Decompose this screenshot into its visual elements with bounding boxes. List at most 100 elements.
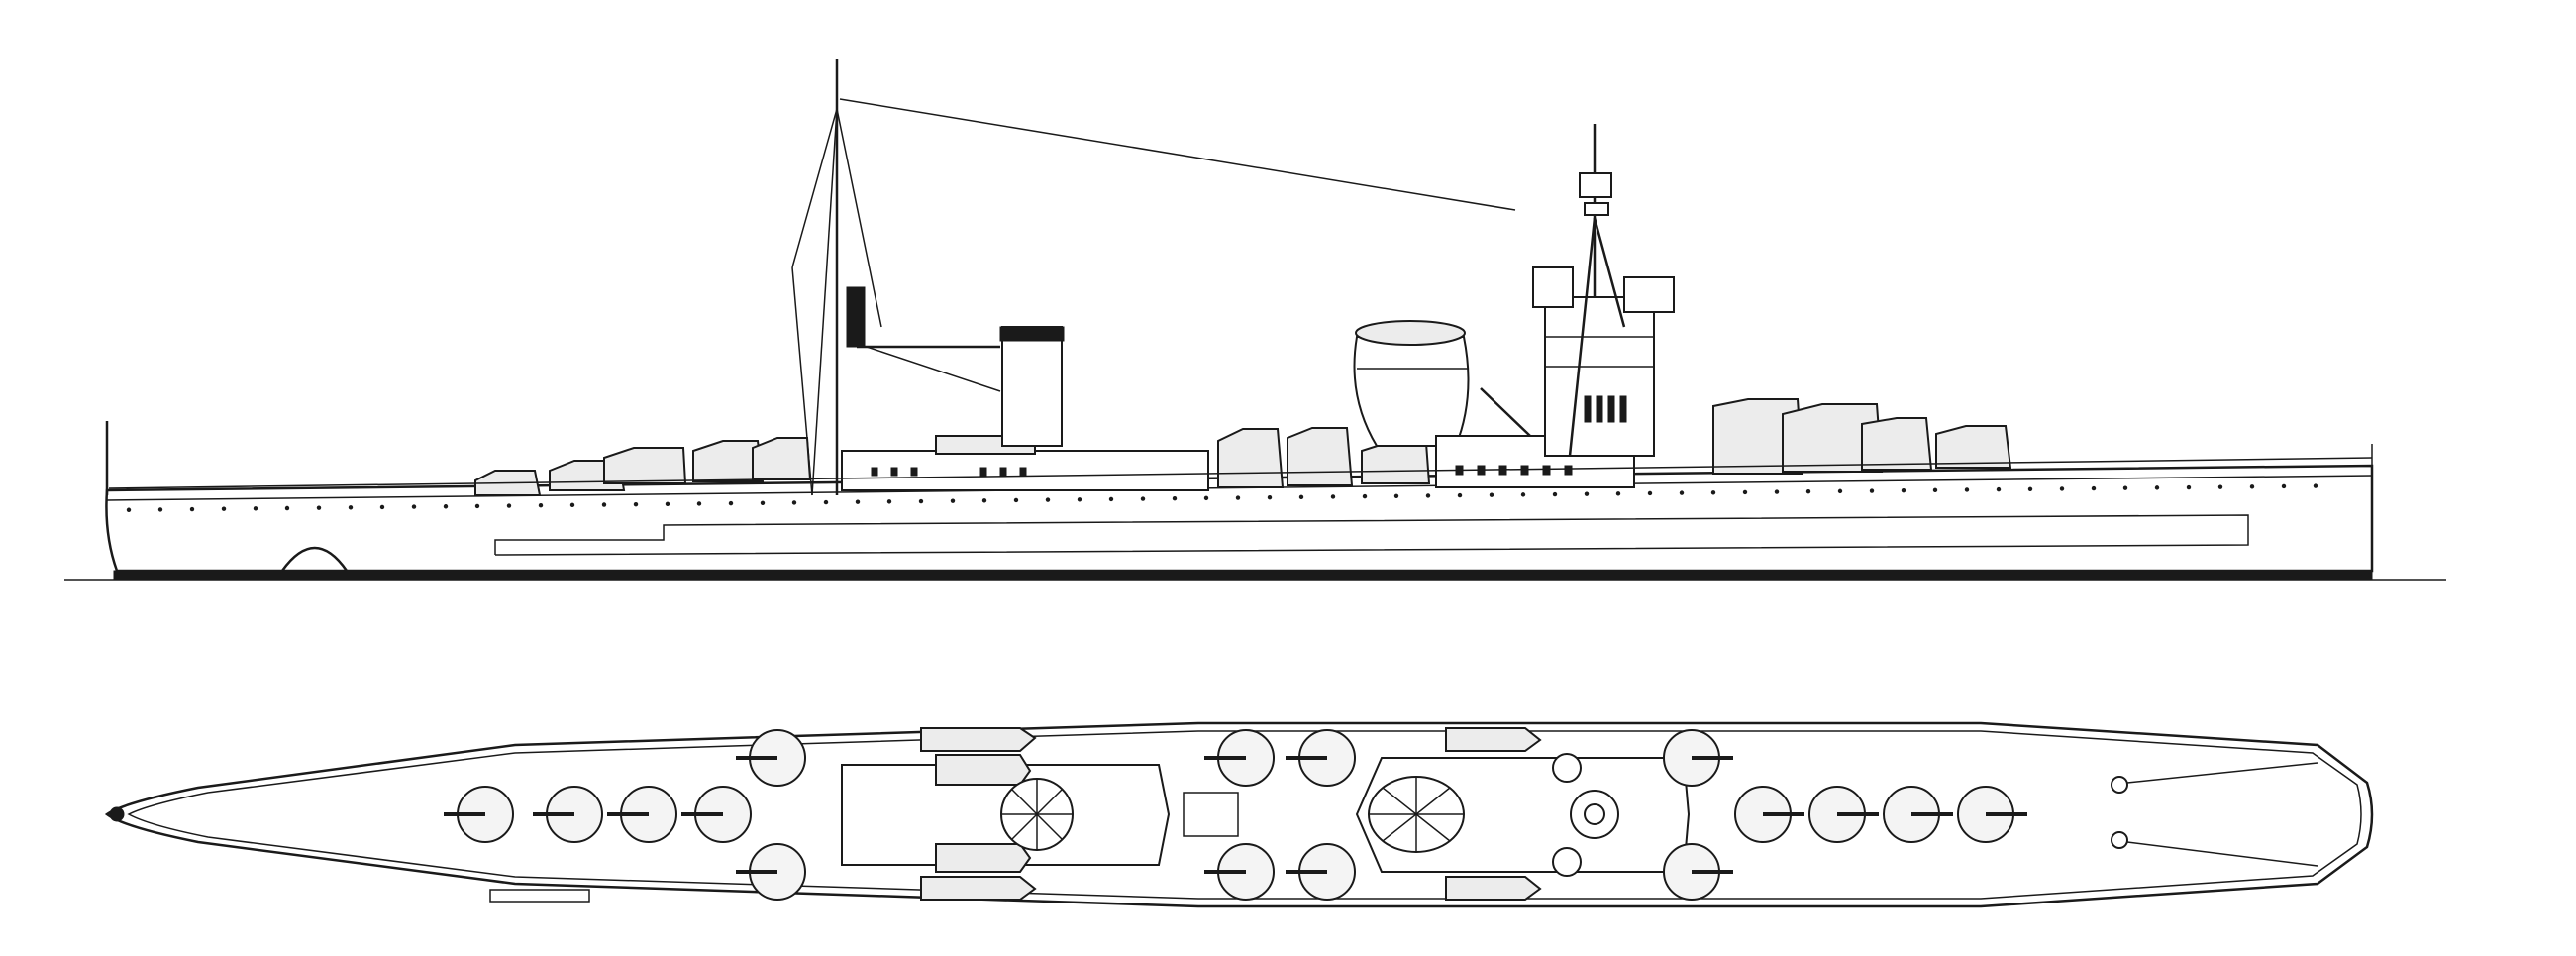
porthole — [1108, 496, 1114, 502]
porthole — [1869, 488, 1875, 493]
porthole — [2313, 483, 2318, 488]
porthole — [1805, 489, 1811, 494]
plan-bridge-top — [1552, 753, 1619, 877]
porthole — [823, 499, 829, 505]
porthole — [126, 507, 132, 512]
plan-aft-funnel — [1000, 778, 1074, 851]
porthole — [1647, 490, 1653, 496]
mainmast — [791, 59, 1001, 496]
crane — [1480, 387, 1531, 437]
porthole — [221, 506, 227, 511]
porthole — [1615, 491, 1621, 496]
porthole — [379, 504, 385, 510]
porthole — [1393, 493, 1399, 498]
porthole — [2059, 486, 2065, 491]
porthole — [1140, 496, 1146, 501]
armour-belt — [494, 514, 2249, 556]
stern-aperture — [280, 546, 349, 572]
porthole — [1774, 489, 1780, 494]
profile-view — [64, 59, 2446, 581]
porthole — [1425, 493, 1431, 498]
porthole — [1298, 494, 1304, 500]
foremast-tower — [1532, 124, 1675, 457]
turret-ring — [1808, 786, 1879, 843]
plan-hatch — [1183, 792, 1239, 837]
hull-plan — [104, 721, 2374, 908]
porthole — [1013, 497, 1019, 503]
wireless-aerial — [839, 98, 1516, 211]
porthole — [569, 502, 575, 508]
porthole — [1235, 495, 1241, 500]
porthole — [791, 500, 797, 505]
plan-view — [104, 721, 2374, 908]
porthole — [1996, 486, 2002, 492]
turret-ring — [444, 786, 514, 843]
porthole — [950, 498, 956, 503]
porthole — [665, 501, 670, 507]
turret-ring — [1883, 786, 1953, 843]
porthole — [2122, 485, 2128, 490]
porthole — [2091, 485, 2097, 491]
turret-ring — [533, 786, 603, 843]
turret-ring — [1286, 843, 1356, 901]
porthole — [284, 505, 290, 511]
porthole — [2186, 484, 2192, 490]
porthole — [2154, 485, 2160, 490]
porthole — [1045, 497, 1051, 502]
porthole — [918, 498, 924, 504]
porthole — [157, 507, 163, 512]
porthole — [728, 500, 734, 506]
porthole — [1932, 487, 1938, 493]
porthole — [1584, 491, 1590, 496]
porthole — [1077, 497, 1082, 502]
hull-profile — [105, 464, 2374, 573]
turret-ring — [1957, 786, 2027, 843]
portholes — [126, 483, 2318, 512]
porthole — [696, 501, 702, 506]
turret-group-aft — [474, 437, 812, 496]
turret-ring — [736, 729, 806, 787]
porthole — [1457, 492, 1463, 498]
porthole — [1552, 491, 1558, 497]
porthole — [474, 503, 480, 509]
turret-ring — [1663, 843, 1733, 901]
porthole — [1330, 494, 1336, 499]
turret-ring — [681, 786, 752, 843]
porthole — [1520, 492, 1526, 497]
turret-ring — [736, 843, 806, 901]
turret-ring — [1663, 729, 1733, 787]
porthole — [855, 499, 861, 504]
porthole — [1964, 487, 1970, 492]
porthole — [1203, 495, 1209, 501]
porthole — [981, 498, 987, 503]
porthole — [316, 505, 322, 510]
plan-boats — [920, 727, 1542, 901]
porthole — [506, 503, 512, 508]
porthole — [1901, 487, 1906, 493]
porthole — [2027, 486, 2033, 491]
forward-funnel — [1353, 320, 1470, 447]
porthole — [760, 500, 766, 505]
turret-group-forward — [1712, 398, 2012, 475]
porthole — [1710, 490, 1716, 495]
porthole — [1679, 490, 1685, 495]
porthole — [886, 499, 892, 504]
porthole — [189, 506, 195, 512]
porthole — [2249, 484, 2255, 489]
turret-ring — [1734, 786, 1804, 843]
porthole — [2217, 484, 2223, 489]
porthole — [1172, 496, 1178, 501]
aft-funnel — [999, 326, 1065, 447]
turret-ring — [1204, 843, 1275, 901]
porthole — [1362, 493, 1368, 499]
plan-ladder — [489, 889, 590, 903]
turret-ring — [607, 786, 677, 843]
porthole — [538, 503, 544, 508]
plan-turrets — [444, 729, 2027, 901]
porthole — [1267, 494, 1273, 500]
turret-ring — [1286, 729, 1356, 787]
porthole — [348, 505, 354, 510]
porthole — [443, 504, 449, 509]
turret-ring — [1204, 729, 1275, 787]
